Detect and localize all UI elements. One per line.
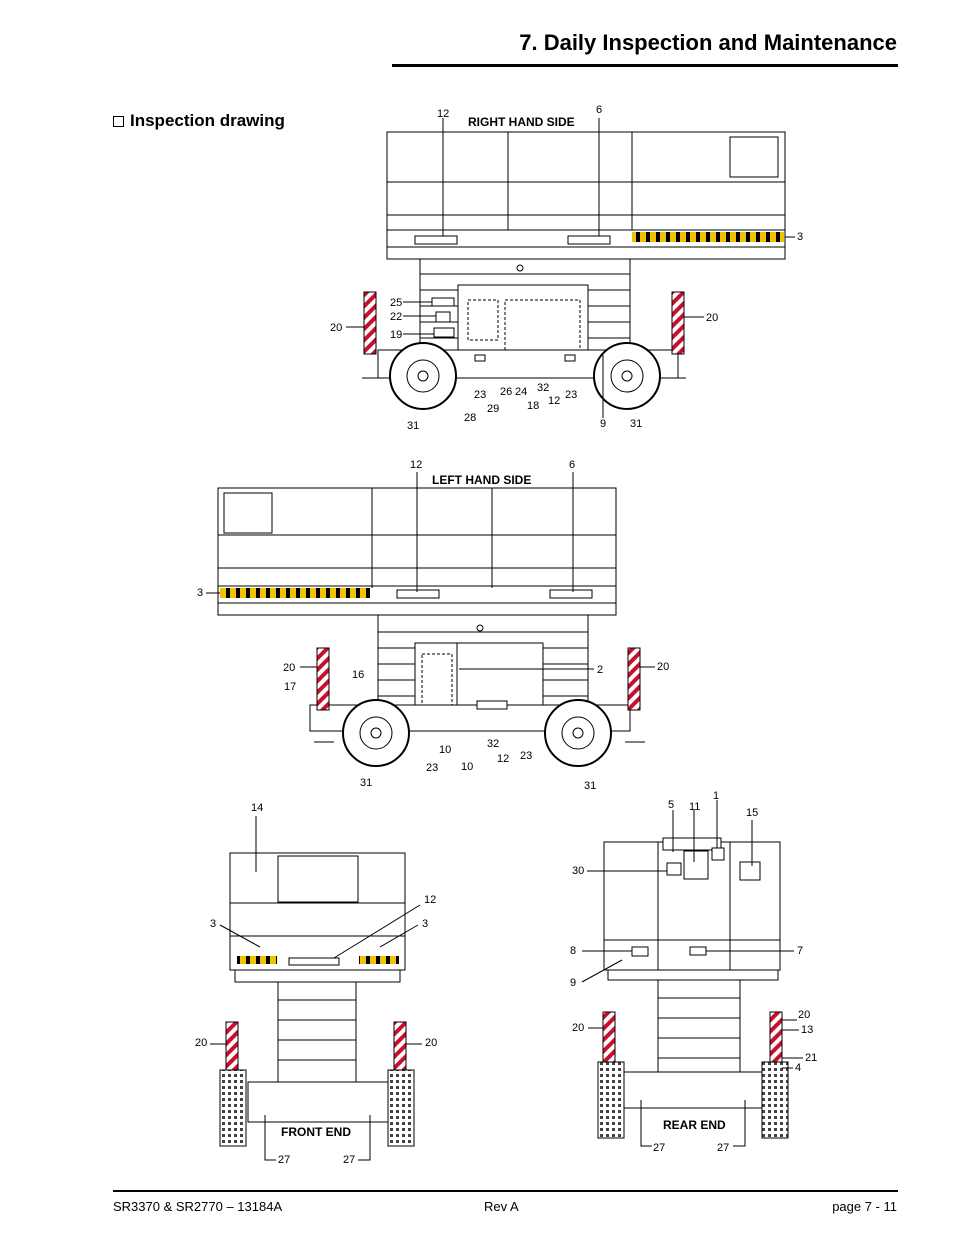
callout: 7 [797, 945, 803, 957]
callout: 27 [278, 1154, 290, 1166]
outrigger-marker [363, 291, 377, 355]
callout: 20 [195, 1037, 207, 1049]
callout: 12 [497, 753, 509, 765]
callout: 14 [251, 802, 263, 814]
callout: 20 [283, 662, 295, 674]
header-rule [392, 64, 898, 67]
callout: 6 [569, 459, 575, 471]
callout: 29 [487, 403, 499, 415]
callout: 10 [439, 744, 451, 756]
left-hand-side-view [206, 472, 655, 767]
checkbox-bullet-icon [113, 115, 124, 127]
view-title: FRONT END [281, 1125, 351, 1139]
outrigger-marker [627, 647, 641, 711]
callout: 30 [572, 865, 584, 877]
callout: 16 [352, 669, 364, 681]
footer-page-number: page 7 - 11 [832, 1199, 897, 1214]
wheel [389, 342, 457, 410]
callout: 2 [597, 664, 603, 676]
callout: 20 [330, 322, 342, 334]
callout: 26 [500, 386, 512, 398]
callout: 9 [600, 418, 606, 430]
callout: 4 [795, 1062, 801, 1074]
right-hand-side-view [346, 118, 795, 418]
wheel [597, 1061, 625, 1139]
callout: 19 [390, 329, 402, 341]
callout: 3 [797, 231, 803, 243]
footer-model: SR3370 & SR2770 – 13184A [113, 1199, 283, 1214]
callout: 31 [360, 777, 372, 789]
callout: 12 [424, 894, 436, 906]
callout: 28 [464, 412, 476, 424]
callout: 32 [487, 738, 499, 750]
callout: 12 [548, 395, 560, 407]
callout: 3 [422, 918, 428, 930]
footer-revision: Rev A [484, 1199, 519, 1214]
view-title: REAR END [663, 1118, 726, 1132]
chapter-title: 7. Daily Inspection and Maintenance [519, 30, 897, 55]
callout: 20 [798, 1009, 810, 1021]
callout: 1 [713, 790, 719, 802]
callout: 31 [584, 780, 596, 792]
footer-rule [113, 1190, 898, 1192]
right-hand-side-labels: RIGHT HAND SIDE 12 6 3 25 22 19 20 20 23… [330, 104, 803, 432]
callout: 12 [410, 459, 422, 471]
callout: 20 [657, 661, 669, 673]
hazard-stripe [632, 232, 784, 242]
outrigger-marker [316, 647, 330, 711]
callout: 24 [515, 386, 527, 398]
section-heading: Inspection drawing [113, 111, 285, 131]
callout: 3 [210, 918, 216, 930]
outrigger-marker [671, 291, 685, 355]
callout: 27 [717, 1142, 729, 1154]
callout: 23 [474, 389, 486, 401]
callout: 10 [461, 761, 473, 773]
view-title: RIGHT HAND SIDE [468, 115, 575, 129]
callout: 3 [197, 587, 203, 599]
section-title: Inspection drawing [130, 111, 285, 130]
callout: 18 [527, 400, 539, 412]
callout: 27 [653, 1142, 665, 1154]
callout: 8 [570, 945, 576, 957]
callout: 9 [570, 977, 576, 989]
wheel [219, 1069, 247, 1147]
callout: 23 [565, 389, 577, 401]
callout: 11 [689, 801, 700, 813]
rear-end-labels: REAR END 5 11 1 15 30 8 7 9 20 20 13 21 … [570, 790, 817, 1154]
callout: 21 [805, 1052, 817, 1064]
wheel [544, 699, 612, 767]
view-title: LEFT HAND SIDE [432, 473, 531, 487]
callout: 20 [425, 1037, 437, 1049]
hazard-stripe [237, 956, 277, 964]
hazard-stripe [220, 588, 370, 598]
callout: 22 [390, 311, 402, 323]
wheel [387, 1069, 415, 1147]
front-end-view [210, 816, 422, 1161]
callout: 31 [630, 418, 642, 430]
wheel [761, 1061, 789, 1139]
callout: 23 [520, 750, 532, 762]
callout: 13 [801, 1024, 813, 1036]
wheel [593, 342, 661, 410]
outrigger-marker [769, 1011, 783, 1071]
callout: 20 [572, 1022, 584, 1034]
callout: 25 [390, 297, 402, 309]
outrigger-marker [602, 1011, 616, 1071]
front-end-labels: FRONT END 14 12 3 3 20 20 27 27 [195, 802, 437, 1166]
callout: 17 [284, 681, 296, 693]
callout: 32 [537, 382, 549, 394]
callout: 15 [746, 807, 758, 819]
callout: 23 [426, 762, 438, 774]
callout: 27 [343, 1154, 355, 1166]
callout: 20 [706, 312, 718, 324]
wheel [342, 699, 410, 767]
callout: 31 [407, 420, 419, 432]
callout: 6 [596, 104, 602, 116]
left-hand-side-labels: LEFT HAND SIDE 12 6 3 20 16 17 2 20 10 3… [197, 459, 669, 792]
callout: 12 [437, 108, 449, 120]
hazard-stripe [359, 956, 399, 964]
rear-end-view [581, 800, 803, 1147]
callout: 5 [668, 799, 674, 811]
